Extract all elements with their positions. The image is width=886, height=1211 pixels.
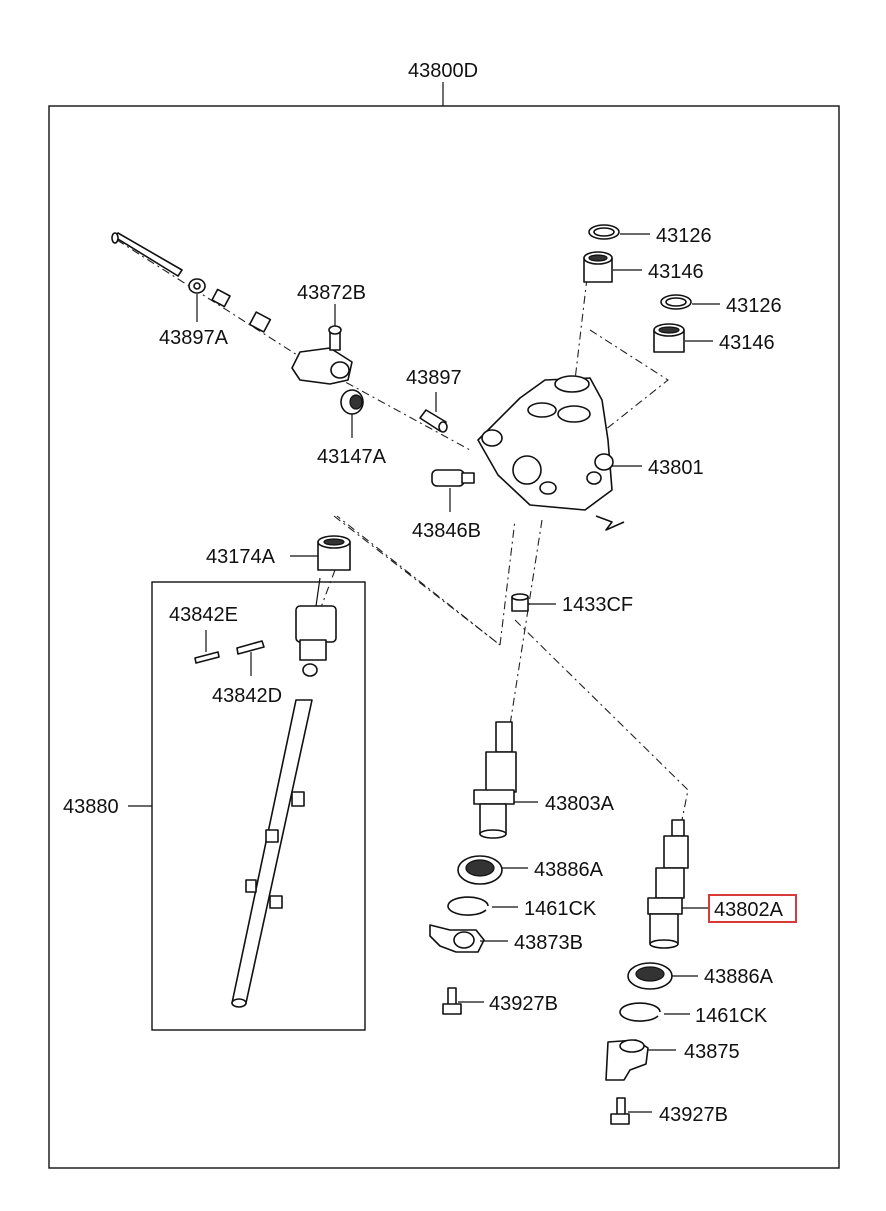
bushing-small-2 — [248, 311, 272, 333]
part-label-43897: 43897 — [406, 367, 462, 389]
bearing-43146-top-shape — [583, 251, 613, 283]
assembly-label: 43800D — [408, 60, 478, 82]
pin-43842E-shape — [194, 651, 220, 664]
part-label-43927B-left: 43927B — [489, 993, 558, 1015]
part-label-43803A: 43803A — [545, 793, 615, 815]
part-label-43873B: 43873B — [514, 932, 583, 954]
part-label-43146-bottom: 43146 — [719, 332, 775, 354]
housing-43801-shape — [477, 375, 625, 531]
lever-43872B-shape — [291, 325, 353, 385]
part-label-43842D: 43842D — [212, 685, 282, 707]
part-label-1433CF: 1433CF — [562, 594, 633, 616]
washer-43897A-shape — [188, 278, 206, 294]
part-label-43126-top: 43126 — [656, 225, 712, 247]
part-label-43880: 43880 — [63, 796, 119, 818]
bearing-43886A-right-shape — [627, 962, 673, 990]
part-label-43147A: 43147A — [317, 446, 387, 468]
part-label-43801: 43801 — [648, 457, 704, 479]
part-label-43146-top: 43146 — [648, 261, 704, 283]
bushing-1433CF-shape — [511, 593, 529, 612]
bearing-43886A-left-shape — [457, 855, 503, 885]
bushing-43174A-shape — [317, 535, 351, 571]
plug-43846B-shape — [431, 469, 475, 487]
bolt-43927B-left-shape — [442, 987, 462, 1015]
assembly-frame — [48, 105, 840, 1169]
part-label-43886A-left: 43886A — [534, 859, 604, 881]
pin-43842D-shape — [236, 640, 265, 655]
part-label-43897A: 43897A — [159, 327, 229, 349]
part-label-43886A-right: 43886A — [704, 966, 774, 988]
highlight-box-43802A — [708, 894, 797, 923]
part-label-43875: 43875 — [684, 1041, 740, 1063]
part-label-43174A: 43174A — [206, 546, 276, 568]
bushing-small-1 — [211, 288, 231, 308]
bearing-43146-bottom-shape — [653, 323, 685, 353]
part-label-43842E: 43842E — [169, 604, 238, 626]
ring-43126-bottom-shape — [660, 294, 692, 310]
part-label-43872B: 43872B — [297, 282, 366, 304]
bolt-43927B-right-shape — [610, 1097, 630, 1125]
snap-ring-1461CK-left-shape — [447, 896, 489, 916]
shaft-43803A-shape — [473, 721, 517, 839]
shift-rail-43880-shape — [231, 605, 337, 1008]
part-label-43927B-right: 43927B — [659, 1104, 728, 1126]
part-label-43126-bottom: 43126 — [726, 295, 782, 317]
lug-43873B-shape — [429, 924, 485, 953]
bearing-43147A-shape — [340, 389, 364, 415]
snap-ring-1461CK-right-shape — [619, 1002, 661, 1022]
sleeve-43897-shape — [419, 409, 448, 433]
bracket-43875-shape — [605, 1039, 649, 1081]
part-label-43846B: 43846B — [412, 520, 481, 542]
part-label-43802A[interactable]: 43802A — [714, 899, 784, 921]
shaft-43802A-shape — [647, 819, 689, 949]
long-pin-shape — [111, 232, 183, 277]
ring-43126-top-shape — [588, 224, 620, 240]
part-label-1461CK-right: 1461CK — [695, 1005, 768, 1027]
part-label-1461CK-left: 1461CK — [524, 898, 597, 920]
